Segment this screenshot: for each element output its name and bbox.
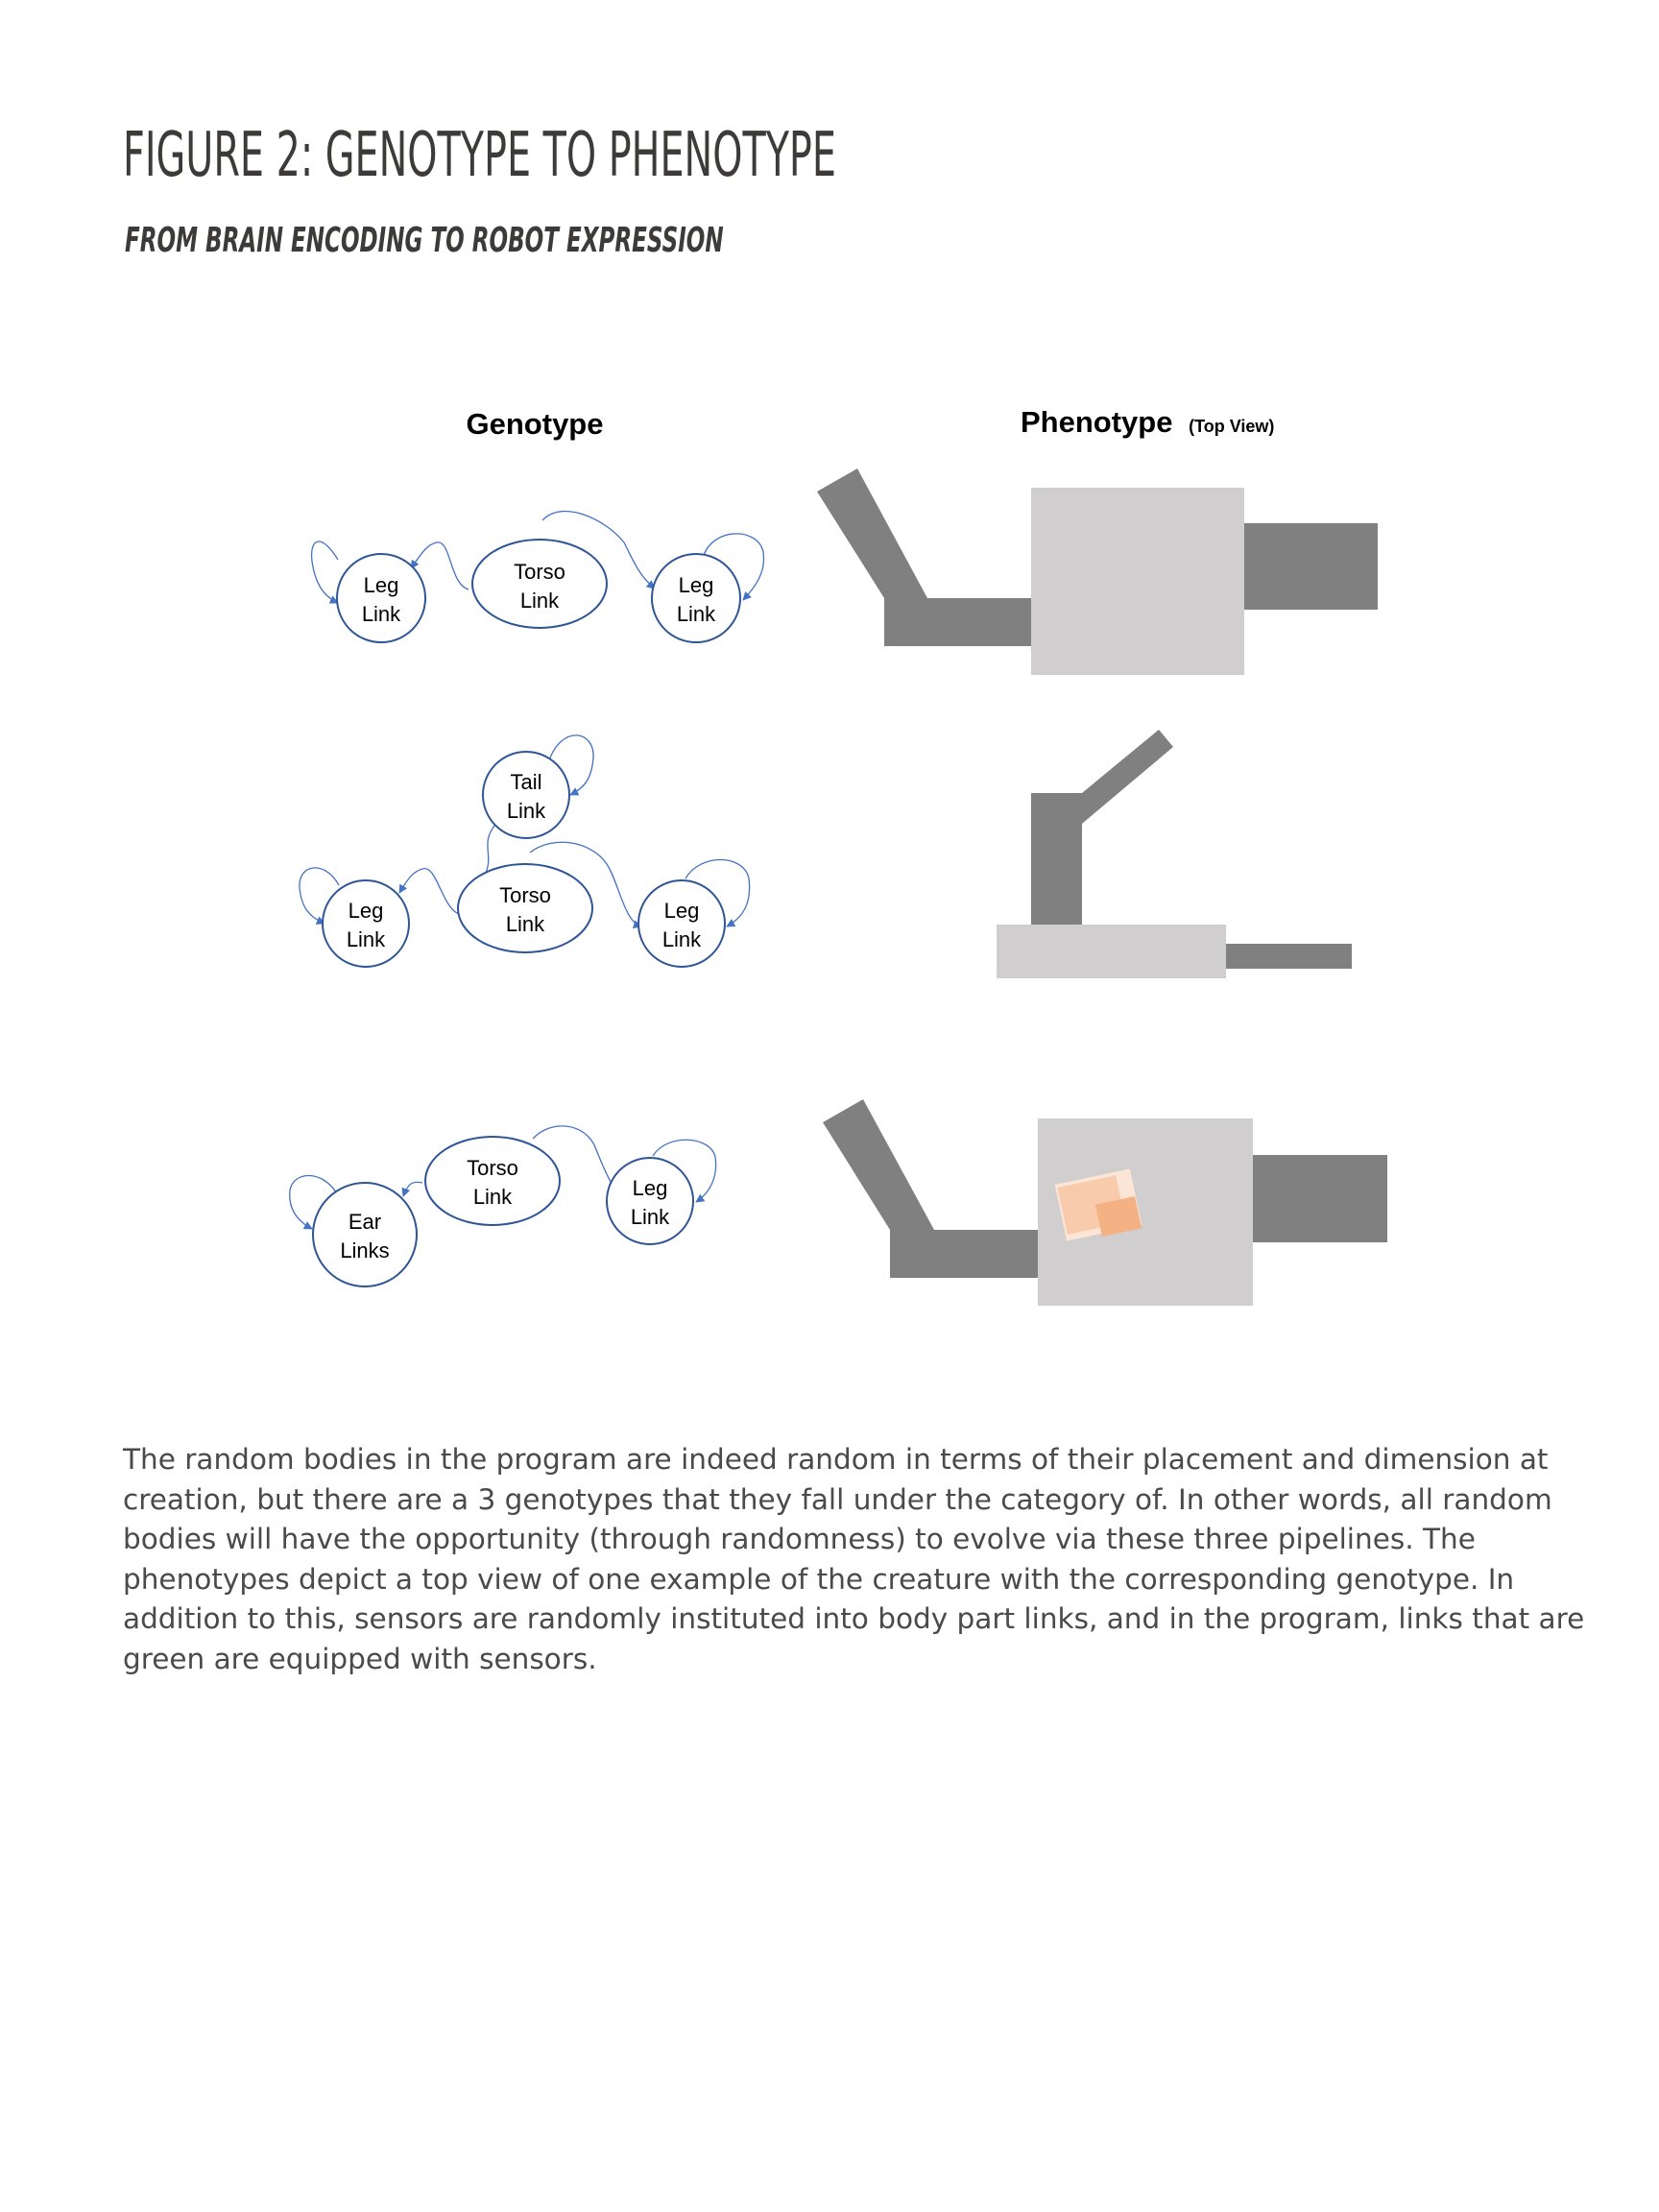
node-label-line2: Link — [362, 602, 401, 626]
node-label-line1: Leg — [664, 899, 700, 923]
node-label-line1: Torso — [499, 883, 551, 907]
torso-link-shape — [1031, 488, 1244, 675]
leg-link-shape — [817, 469, 927, 598]
self-loop-arrow — [548, 734, 594, 796]
node-label-line2: Link — [506, 912, 545, 936]
genotype-row-1 — [310, 510, 765, 604]
node-label-line2: Link — [520, 589, 560, 613]
connection-arrow — [398, 868, 460, 915]
connection-arrow — [401, 1181, 423, 1197]
genotype-node: Torso Link — [471, 539, 608, 629]
genotype-phenotype-figure: Genotype Phenotype (Top View) Leg Link T… — [289, 405, 1387, 1306]
leg-link-shape — [1253, 1155, 1387, 1242]
genotype-row-2 — [299, 734, 751, 929]
genotype-node: Ear Links — [312, 1182, 418, 1287]
body-paragraph: The random bodies in the program are ind… — [123, 1443, 1585, 1675]
leg-link-shape — [884, 598, 1031, 646]
node-label-line1: Tail — [510, 770, 541, 794]
genotype-heading: Genotype — [467, 407, 604, 441]
node-label-line2: Link — [473, 1185, 513, 1209]
node-label-line1: Leg — [679, 573, 714, 597]
node-label-line1: Torso — [467, 1156, 518, 1180]
genotype-node: Tail Link — [482, 751, 570, 839]
node-label-line2: Links — [340, 1238, 389, 1262]
genotype-node: Leg Link — [606, 1157, 694, 1245]
tail-link-shape — [1082, 730, 1173, 824]
self-loop-arrow — [299, 867, 340, 925]
connection-arrow — [410, 541, 469, 590]
self-loop-arrow — [289, 1175, 337, 1230]
node-label-line2: Link — [631, 1205, 670, 1229]
connection-arrow — [529, 841, 642, 929]
node-label-line2: Link — [677, 602, 716, 626]
node-label-line2: Link — [662, 927, 702, 951]
node-label-line2: Link — [507, 799, 546, 823]
node-label-line2: Link — [347, 927, 386, 951]
leg-link-shape — [1226, 944, 1352, 969]
page-title: FIGURE 2: GENOTYPE TO PHENOTYPE — [123, 120, 836, 191]
genotype-node: Leg Link — [651, 553, 741, 643]
tail-link-shape — [1031, 793, 1082, 927]
node-label-line1: Torso — [514, 560, 565, 584]
torso-link-shape — [997, 925, 1226, 978]
ear-links-shape — [1054, 1168, 1142, 1241]
phenotype-row-3 — [823, 1099, 1387, 1306]
genotype-node: Torso Link — [457, 863, 593, 953]
page-subtitle: FROM BRAIN ENCODING TO ROBOT EXPRESSION — [125, 221, 724, 260]
phenotype-heading: Phenotype (Top View) — [1021, 405, 1274, 439]
genotype-node: Leg Link — [637, 879, 726, 968]
self-loop-arrow — [685, 858, 751, 927]
leg-link-shape — [1244, 523, 1378, 610]
node-label-line1: Leg — [633, 1176, 668, 1200]
node-label-line1: Ear — [349, 1210, 381, 1234]
leg-link-shape — [823, 1099, 934, 1230]
self-loop-arrow — [703, 533, 765, 601]
phenotype-row-1 — [817, 469, 1378, 675]
genotype-node: Leg Link — [336, 553, 426, 643]
node-label-line1: Leg — [364, 573, 399, 597]
genotype-node: Leg Link — [322, 879, 410, 968]
phenotype-heading-note: (Top View) — [1189, 417, 1274, 436]
genotype-node: Torso Link — [424, 1136, 561, 1226]
leg-link-shape — [890, 1230, 1038, 1278]
phenotype-row-2 — [997, 730, 1352, 978]
self-loop-arrow — [652, 1139, 717, 1203]
phenotype-heading-main: Phenotype — [1021, 405, 1172, 439]
connection-arrow — [541, 510, 656, 589]
node-label-line1: Leg — [349, 899, 384, 923]
self-loop-arrow — [310, 541, 339, 604]
